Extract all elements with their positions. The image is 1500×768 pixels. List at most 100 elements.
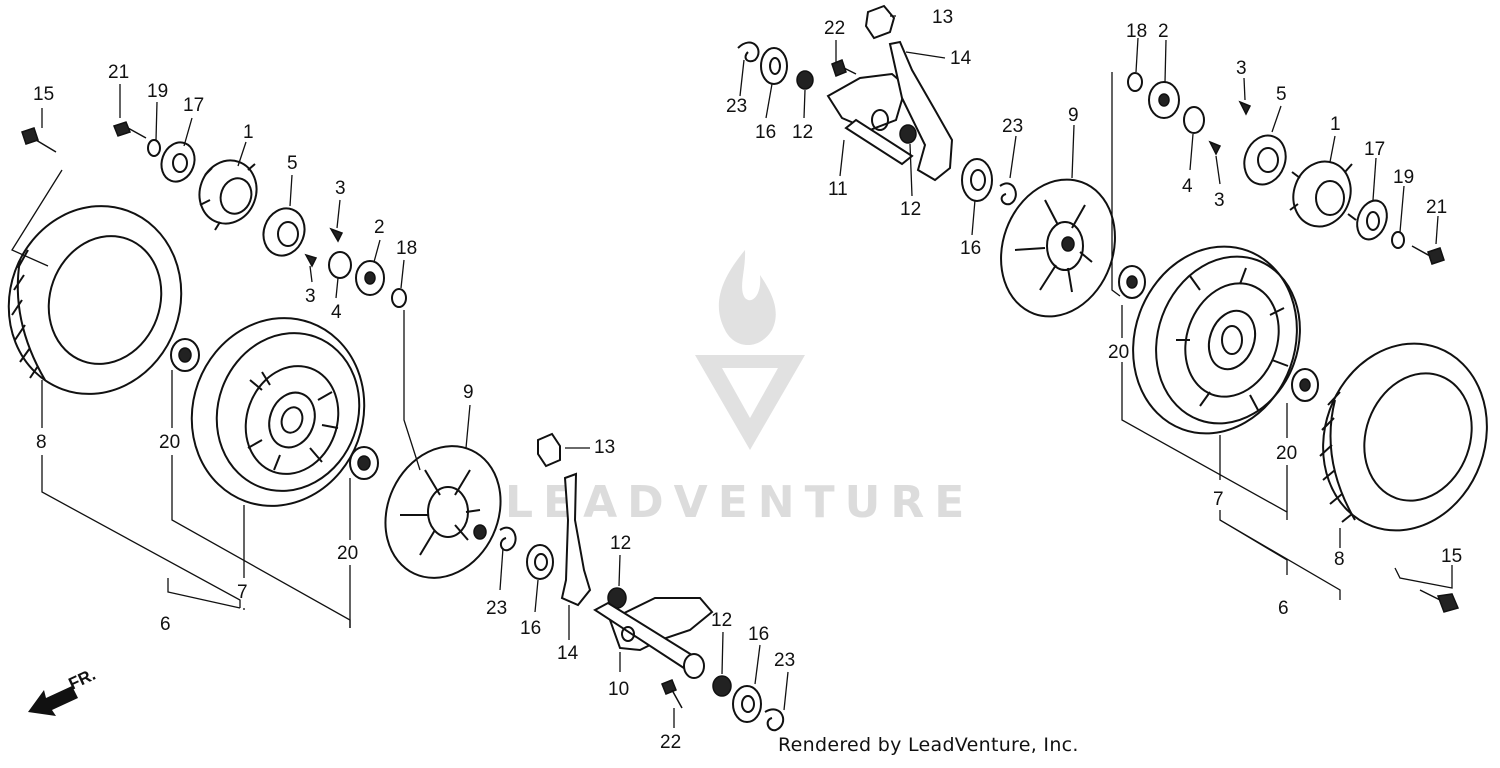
callout-19-right: 19	[1393, 167, 1414, 188]
callout-19-left: 19	[147, 81, 168, 102]
bolt-22-right	[831, 59, 857, 77]
bolt-22-left	[661, 679, 683, 709]
callout-18-right: 18	[1126, 21, 1147, 42]
callout-14-right: 14	[950, 48, 972, 69]
leader-lines-left	[11, 84, 789, 728]
rendered-by-credit: Rendered by LeadVenture, Inc.	[778, 734, 1079, 756]
callout-9-right: 9	[1068, 105, 1079, 126]
callout-12a-left: 12	[610, 533, 631, 554]
bearing-5-right	[1243, 134, 1287, 186]
callout-23a-left: 23	[486, 598, 507, 619]
watermark-brand: LEADVENTURE	[505, 477, 974, 528]
callout-1-right: 1	[1330, 114, 1341, 135]
nut-12a-right	[796, 70, 814, 90]
pawl-3a-left	[329, 227, 344, 243]
washer-19-left	[147, 139, 161, 157]
callout-23b-left: 23	[774, 650, 795, 671]
wheel-7-left	[190, 317, 366, 507]
washer-19-right	[1391, 231, 1405, 249]
callout-4-right: 4	[1182, 176, 1193, 197]
callout-8-left: 8	[36, 432, 47, 453]
left-wheel-assembly: 15 21 19 17 1 5 3 2 18 3 4 8 20 7 20 6 9…	[7, 62, 795, 753]
callout-23a-right: 23	[726, 96, 747, 117]
clip-23a-left	[499, 526, 517, 552]
washer-17-left	[160, 141, 196, 183]
callout-16b-left: 16	[748, 624, 769, 645]
callout-2-right: 2	[1158, 21, 1169, 42]
callout-7-right: 7	[1213, 489, 1224, 510]
washer-16b-left	[732, 685, 762, 723]
callouts-left: 15 21 19 17 1 5 3 2 18 3 4 8 20 7 20 6 9…	[33, 62, 795, 753]
pawl-3b-right	[1208, 140, 1222, 156]
callout-21-left: 21	[108, 62, 129, 83]
lever-14-left	[560, 472, 592, 607]
callout-12b-left: 12	[711, 610, 732, 631]
callout-15-right: 15	[1441, 546, 1462, 567]
pawl-3a-right	[1238, 100, 1252, 116]
wheel-cover-9-left	[384, 445, 502, 579]
callouts-right: 22 13 14 23 16 12 11 12 23 16 9 18 2 3 5…	[726, 7, 1462, 619]
washer-16a-left	[526, 544, 554, 580]
clip-23b-left	[764, 708, 785, 732]
leader-lines-right	[739, 15, 1453, 600]
callout-3a-left: 3	[335, 178, 346, 199]
pinion-gear-1-left	[198, 159, 258, 231]
tire-8-left	[7, 205, 183, 395]
washer-18-right	[1127, 72, 1143, 92]
callout-20b-right: 20	[1276, 443, 1297, 464]
callout-5-right: 5	[1276, 84, 1287, 105]
callout-22-right: 22	[824, 18, 845, 39]
callout-8-right: 8	[1334, 549, 1345, 570]
wheel-cover-9-right	[1000, 178, 1116, 318]
v-logo-icon	[695, 355, 805, 450]
callout-18-left: 18	[396, 238, 417, 259]
callout-9-left: 9	[463, 382, 474, 403]
bearing-5-left	[262, 207, 306, 257]
slider-13-left	[537, 432, 561, 468]
front-direction-arrow: FR.	[28, 665, 99, 716]
washer-16b-right	[961, 158, 993, 202]
arrow-icon	[28, 686, 78, 716]
callout-1-left: 1	[243, 122, 254, 143]
clip-23b-right	[999, 182, 1017, 206]
callout-15-left: 15	[33, 84, 54, 105]
callout-20a-left: 20	[159, 432, 180, 453]
spring-4-left	[328, 251, 352, 279]
callout-13-left: 13	[594, 437, 615, 458]
callout-6-right: 6	[1278, 598, 1289, 619]
callout-16b-right: 16	[960, 238, 981, 259]
callout-4-left: 4	[331, 302, 342, 323]
bolt-15-right	[1419, 589, 1460, 613]
bolt-15-left	[21, 127, 57, 153]
nut-12b-left	[712, 675, 732, 697]
callout-12a-right: 12	[792, 122, 813, 143]
bolt-21-right	[1411, 245, 1445, 265]
flame-icon	[718, 250, 776, 345]
callout-10-left: 10	[608, 679, 629, 700]
callout-11-right: 11	[828, 179, 848, 200]
callout-17-left: 17	[183, 95, 204, 116]
washer-16a-right	[760, 47, 788, 85]
callout-22-left: 22	[660, 732, 681, 753]
callout-3a-right: 3	[1236, 58, 1247, 79]
callout-7-left: 7	[237, 582, 248, 603]
wheel-7-right	[1132, 245, 1301, 435]
callout-21-right: 21	[1426, 197, 1447, 218]
callout-3b-left: 3	[305, 286, 316, 307]
washer-18-left	[391, 288, 407, 308]
callout-14-left: 14	[557, 643, 579, 664]
callout-23b-right: 23	[1002, 116, 1023, 137]
slider-13-right	[864, 4, 896, 40]
callout-20b-left: 20	[337, 543, 358, 564]
callout-2-left: 2	[374, 217, 385, 238]
callout-3b-right: 3	[1214, 190, 1225, 211]
bolt-21-left	[113, 121, 147, 139]
clip-23a-right	[737, 41, 760, 63]
callout-17-right: 17	[1364, 139, 1385, 160]
pawl-3b-left	[304, 253, 318, 268]
nut-12b-right	[899, 124, 917, 144]
spring-4-right	[1183, 106, 1205, 134]
washer-17-right	[1356, 199, 1388, 241]
callout-6-left: 6	[160, 614, 171, 635]
